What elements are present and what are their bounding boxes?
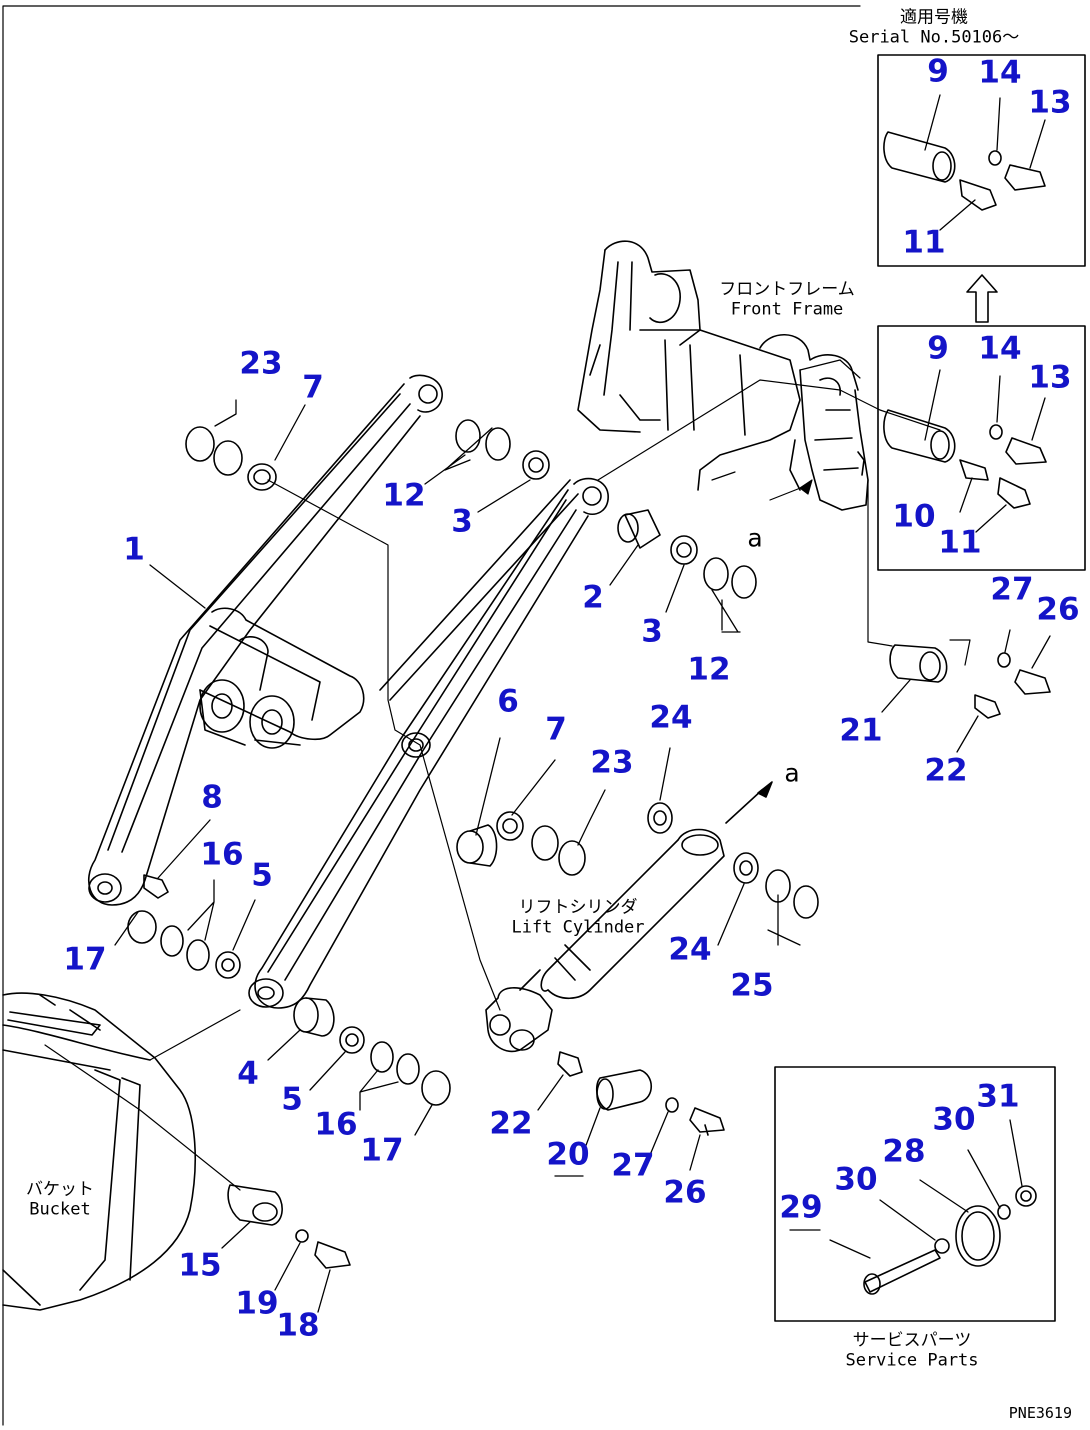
drawing-code: PNE3619 <box>1008 1404 1072 1422</box>
callout-27: 27 <box>611 1147 655 1184</box>
view-marker-upper: a <box>747 523 763 553</box>
callout-20: 20 <box>546 1136 590 1173</box>
lift-arm-drawing <box>87 374 609 1009</box>
callout-24: 24 <box>649 699 693 736</box>
service-parts-box <box>774 1066 1056 1322</box>
callout-18: 18 <box>276 1307 320 1344</box>
callout-29: 29 <box>779 1189 823 1226</box>
bucket-label: バケット Bucket <box>26 1179 94 1219</box>
callout-16: 16 <box>314 1106 358 1143</box>
callout-25: 25 <box>730 967 774 1004</box>
callout-27: 27 <box>990 571 1034 608</box>
callout-28: 28 <box>882 1133 926 1170</box>
callout-22: 22 <box>924 752 968 789</box>
callout-7: 7 <box>302 369 324 406</box>
callout-6: 6 <box>497 683 519 720</box>
callout-5: 5 <box>281 1081 303 1118</box>
callout-23: 23 <box>239 345 283 382</box>
small-parts-drawing <box>127 131 1051 1295</box>
callout-14: 14 <box>978 54 1022 91</box>
leader-lines <box>114 94 1051 1313</box>
callout-1: 1 <box>123 531 145 568</box>
callout-11: 11 <box>902 224 946 261</box>
callout-22: 22 <box>489 1105 533 1142</box>
callout-31: 31 <box>976 1078 1020 1115</box>
callout-5: 5 <box>251 857 273 894</box>
callout-3: 3 <box>641 613 663 650</box>
callout-11: 11 <box>938 524 982 561</box>
serial-inset-box <box>877 54 1086 267</box>
callout-26: 26 <box>663 1174 707 1211</box>
serial-header-label: 適用号機 Serial No.50106～ <box>848 7 1020 47</box>
view-marker-lower: a <box>784 758 800 788</box>
callout-23: 23 <box>590 744 634 781</box>
callout-26: 26 <box>1036 591 1080 628</box>
current-inset-box <box>877 325 1086 571</box>
callout-12: 12 <box>382 477 426 514</box>
callout-24: 24 <box>668 931 712 968</box>
bucket-drawing <box>2 992 196 1311</box>
callout-12: 12 <box>687 651 731 688</box>
callout-4: 4 <box>237 1055 259 1092</box>
view-arrow-icon-upper <box>799 479 813 495</box>
view-arrow-icon <box>757 781 773 798</box>
front-frame-drawing <box>577 240 869 511</box>
lift-cylinder-label: リフトシリンダ Lift Cylinder <box>511 897 645 937</box>
callout-3: 3 <box>451 503 473 540</box>
callout-9: 9 <box>927 330 949 367</box>
callout-19: 19 <box>235 1285 279 1322</box>
assembly-lines <box>44 359 971 1191</box>
callout-9: 9 <box>927 53 949 90</box>
callout-17: 17 <box>360 1132 404 1169</box>
callout-14: 14 <box>978 330 1022 367</box>
callout-30: 30 <box>834 1161 878 1198</box>
service-parts-label: サービスパーツ Service Parts <box>845 1330 979 1370</box>
callout-10: 10 <box>892 498 936 535</box>
lift-cylinder-drawing <box>485 781 773 1052</box>
callout-30: 30 <box>932 1101 976 1138</box>
callout-13: 13 <box>1028 359 1072 396</box>
front-frame-label: フロントフレーム Front Frame <box>719 279 855 319</box>
callout-8: 8 <box>201 779 223 816</box>
callout-2: 2 <box>582 579 604 616</box>
callout-21: 21 <box>839 712 883 749</box>
callout-16: 16 <box>200 836 244 873</box>
callout-7: 7 <box>545 711 567 748</box>
callout-13: 13 <box>1028 84 1072 121</box>
callout-17: 17 <box>63 941 107 978</box>
arrow-up-icon <box>966 274 998 323</box>
callout-15: 15 <box>178 1247 222 1284</box>
